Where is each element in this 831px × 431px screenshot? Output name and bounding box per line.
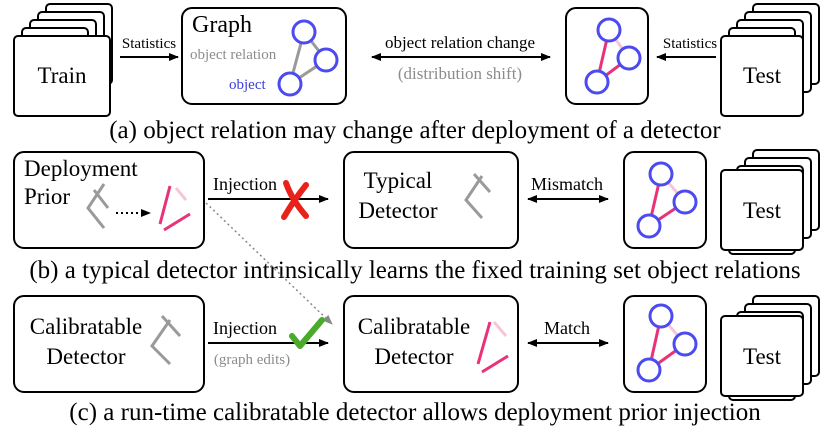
test-graph-box-c bbox=[623, 295, 707, 393]
panel-c: Calibratable Detector Injection (graph e… bbox=[13, 295, 820, 426]
object-label: object bbox=[229, 77, 266, 93]
prior-to-calibratable-dotted-arrow bbox=[205, 202, 333, 325]
distribution-shift-label: (distribution shift) bbox=[398, 64, 522, 83]
panel-b: Deployment Prior Injection Typical Detec… bbox=[13, 149, 820, 284]
injection-label-c: Injection bbox=[213, 318, 277, 338]
typical-detector-box: Typical Detector bbox=[343, 151, 519, 249]
train-label: Train bbox=[38, 63, 87, 88]
source-line2: Detector bbox=[46, 344, 126, 369]
typical-line2: Detector bbox=[358, 198, 438, 223]
graph-edits-label: (graph edits) bbox=[214, 352, 290, 368]
caption-a: (a) object relation may change after dep… bbox=[109, 117, 721, 144]
statistics-left-label: Statistics bbox=[122, 36, 176, 52]
prior-pink-relation bbox=[158, 185, 172, 225]
train-card bbox=[13, 35, 111, 117]
prior-gray-relation bbox=[86, 183, 106, 229]
graph-title: Graph bbox=[192, 12, 252, 38]
relation-change-label: object relation change bbox=[385, 33, 535, 52]
source-line1: Calibratable bbox=[30, 314, 142, 339]
test-stack-c: Test bbox=[720, 295, 820, 401]
test-label-a: Test bbox=[743, 63, 782, 88]
caption-b: (b) a typical detector intrinsically lea… bbox=[29, 257, 800, 284]
calibratable-source-box: Calibratable Detector bbox=[13, 295, 205, 393]
test-graph-box-b bbox=[623, 151, 707, 249]
prior-line1: Deployment bbox=[24, 156, 138, 181]
prior-line2: Prior bbox=[24, 184, 70, 209]
train-stack: Train bbox=[13, 3, 113, 117]
target-line1: Calibratable bbox=[358, 314, 470, 339]
test-graph-box bbox=[565, 7, 649, 105]
injection-success-check-icon bbox=[289, 317, 325, 349]
test-stack-b: Test bbox=[720, 149, 820, 255]
graph-box: Graph object relation object bbox=[181, 7, 347, 105]
target-line2: Detector bbox=[374, 344, 454, 369]
calibratable-target-box: Calibratable Detector bbox=[343, 295, 519, 393]
panel-a: Train Statistics Graph object relation o… bbox=[13, 3, 820, 144]
graph-a-train bbox=[277, 19, 339, 97]
test-label-c: Test bbox=[743, 344, 782, 369]
deployment-prior-box: Deployment Prior bbox=[13, 151, 205, 249]
caption-c: (c) a run-time calibratable detector all… bbox=[69, 399, 761, 426]
statistics-right-label: Statistics bbox=[663, 36, 717, 52]
test-label-b: Test bbox=[743, 198, 782, 223]
injection-label-b: Injection bbox=[213, 174, 277, 194]
object-relation-label: object relation bbox=[190, 47, 277, 63]
typical-line1: Typical bbox=[364, 168, 433, 193]
match-label: Match bbox=[544, 318, 590, 338]
injection-failed-cross-icon bbox=[281, 180, 309, 220]
mismatch-label: Mismatch bbox=[531, 174, 603, 194]
test-stack-a: Test bbox=[720, 3, 820, 117]
